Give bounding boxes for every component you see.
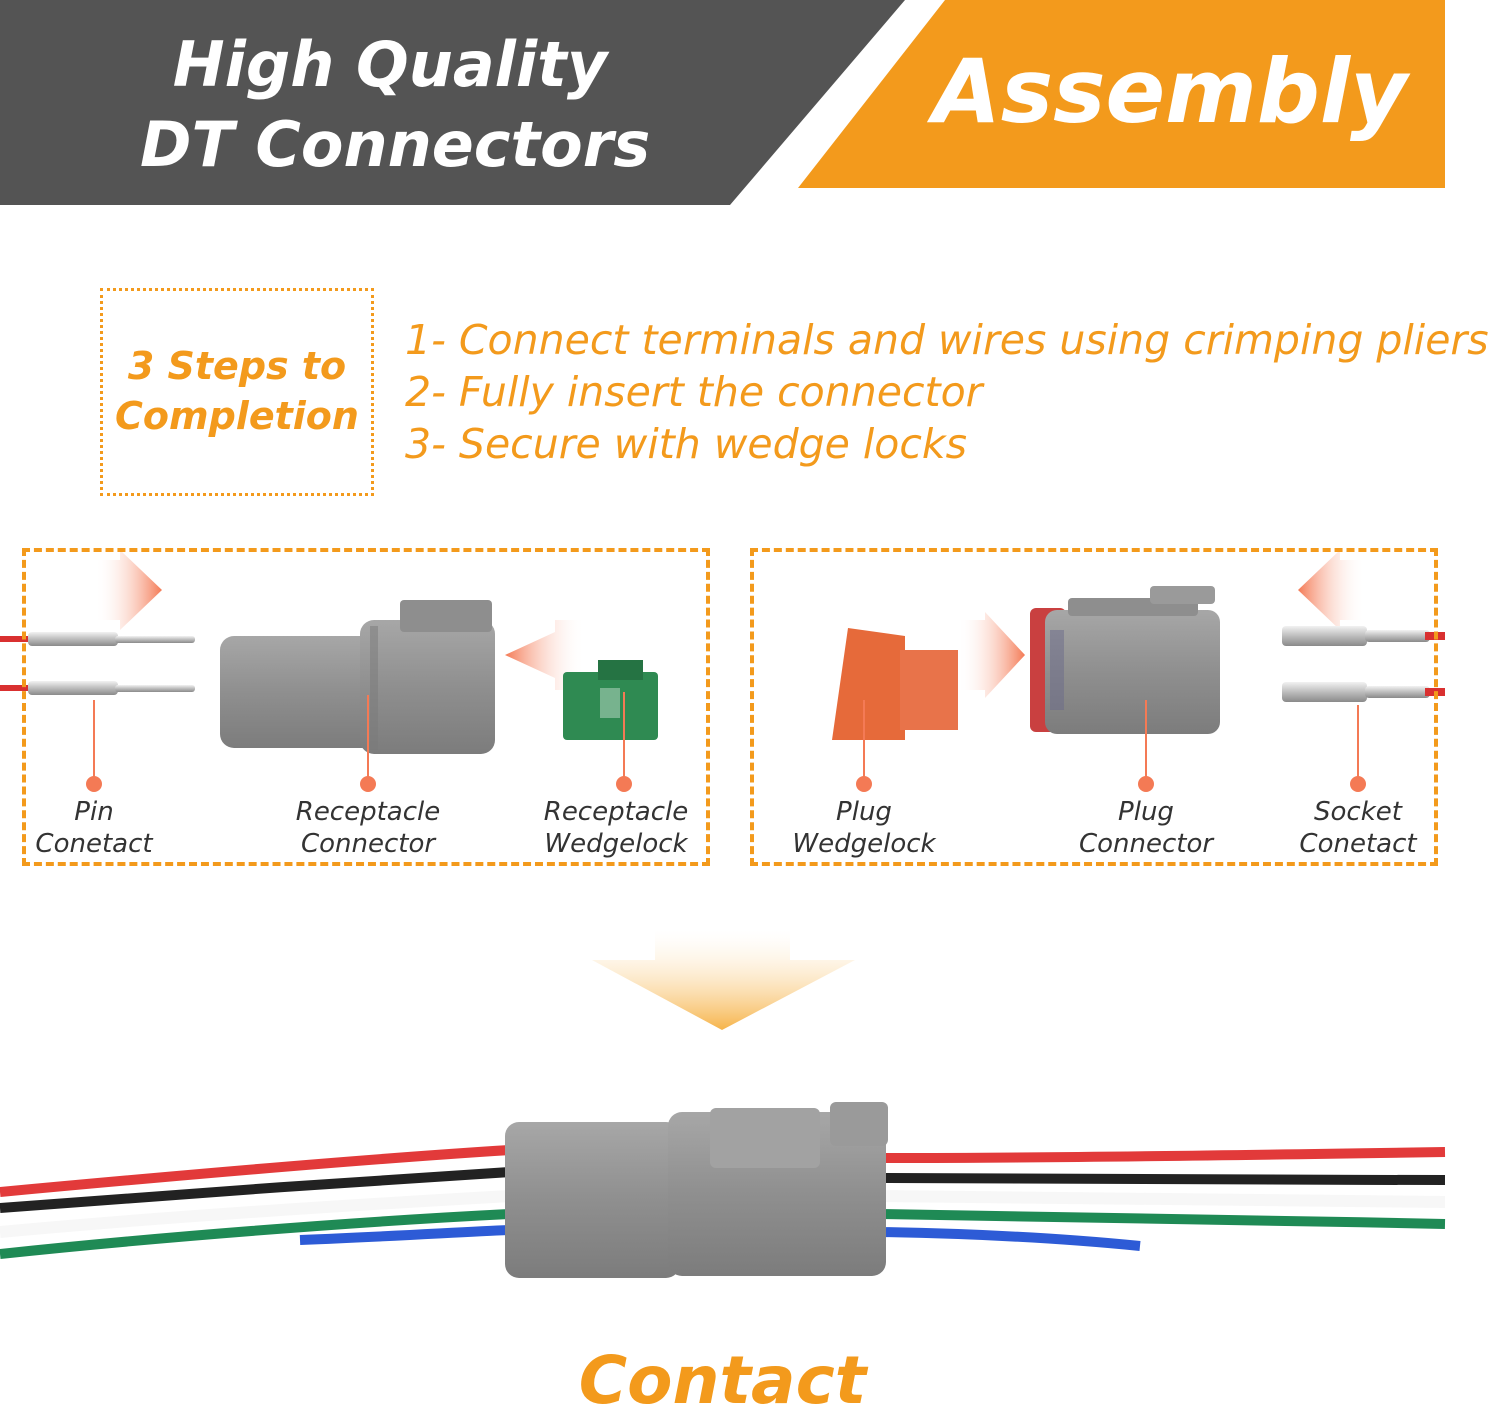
arrow-right-icon: [95, 550, 162, 630]
label-receptacle-connector: Receptacle Connector: [296, 796, 441, 860]
socket-contacts-image: [1282, 626, 1445, 702]
label-line: Wedgelock: [792, 829, 936, 859]
label-plug-wedgelock: Plug Wedgelock: [792, 796, 935, 860]
leader-dot-pwedgelock: [856, 776, 872, 792]
leader-dot-socket: [1350, 776, 1366, 792]
receptacle-side-box: [22, 548, 710, 866]
receptacle-wedgelock-image: [563, 660, 658, 740]
label-line: Wedgelock: [544, 829, 688, 859]
pin-contacts-image: [0, 632, 195, 695]
plug-side-box: [750, 548, 1438, 866]
arrow-left-icon-2: [1298, 550, 1365, 630]
label-line: Pin: [74, 797, 114, 827]
receptacle-connector-image: [220, 600, 495, 754]
arrow-left-icon: [505, 620, 585, 690]
header-badge: Assembly: [932, 40, 1408, 143]
header-title-line1: High Quality: [172, 28, 608, 101]
step-item-1: 1- Connect terminals and wires using cri…: [405, 316, 1489, 364]
header-orange-banner: [798, 0, 1445, 188]
leader-dot-rwedgelock: [616, 776, 632, 792]
assembled-connector-image: [0, 1102, 1446, 1278]
result-label: Contact: [578, 1342, 867, 1419]
label-receptacle-wedgelock: Receptacle Wedgelock: [544, 796, 689, 860]
label-socket-contact: Socket Conetact: [1299, 796, 1416, 860]
header-title-line2: DT Connectors: [140, 108, 651, 181]
label-line: Plug: [1118, 797, 1174, 827]
label-line: Plug: [836, 797, 892, 827]
leader-dot-receptacle: [360, 776, 376, 792]
label-line: Connector: [300, 829, 436, 859]
label-line: Connector: [1078, 829, 1214, 859]
plug-connector-image: [1030, 586, 1220, 734]
steps-title-box: 3 Steps to Completion: [100, 288, 374, 496]
step-item-2: 2- Fully insert the connector: [405, 368, 983, 416]
arrow-down-icon: [592, 930, 855, 1030]
leader-dot-plug: [1138, 776, 1154, 792]
label-pin-contact: Pin Conetact: [35, 796, 152, 860]
label-line: Receptacle: [543, 797, 689, 827]
label-line: Socket: [1314, 797, 1402, 827]
infographic-graphics: [0, 0, 1446, 1278]
label-line: Conetact: [35, 829, 153, 859]
label-plug-connector: Plug Connector: [1079, 796, 1213, 860]
label-line: Conetact: [1299, 829, 1417, 859]
step-item-3: 3- Secure with wedge locks: [405, 420, 968, 468]
arrow-right-icon-2: [958, 612, 1025, 698]
header-dark-banner: [0, 0, 905, 205]
steps-title-line2: Completion: [115, 394, 359, 438]
label-line: Receptacle: [295, 797, 441, 827]
leader-dot-pin: [86, 776, 102, 792]
plug-wedgelock-image: [832, 628, 958, 740]
steps-title-line1: 3 Steps to: [127, 344, 347, 388]
